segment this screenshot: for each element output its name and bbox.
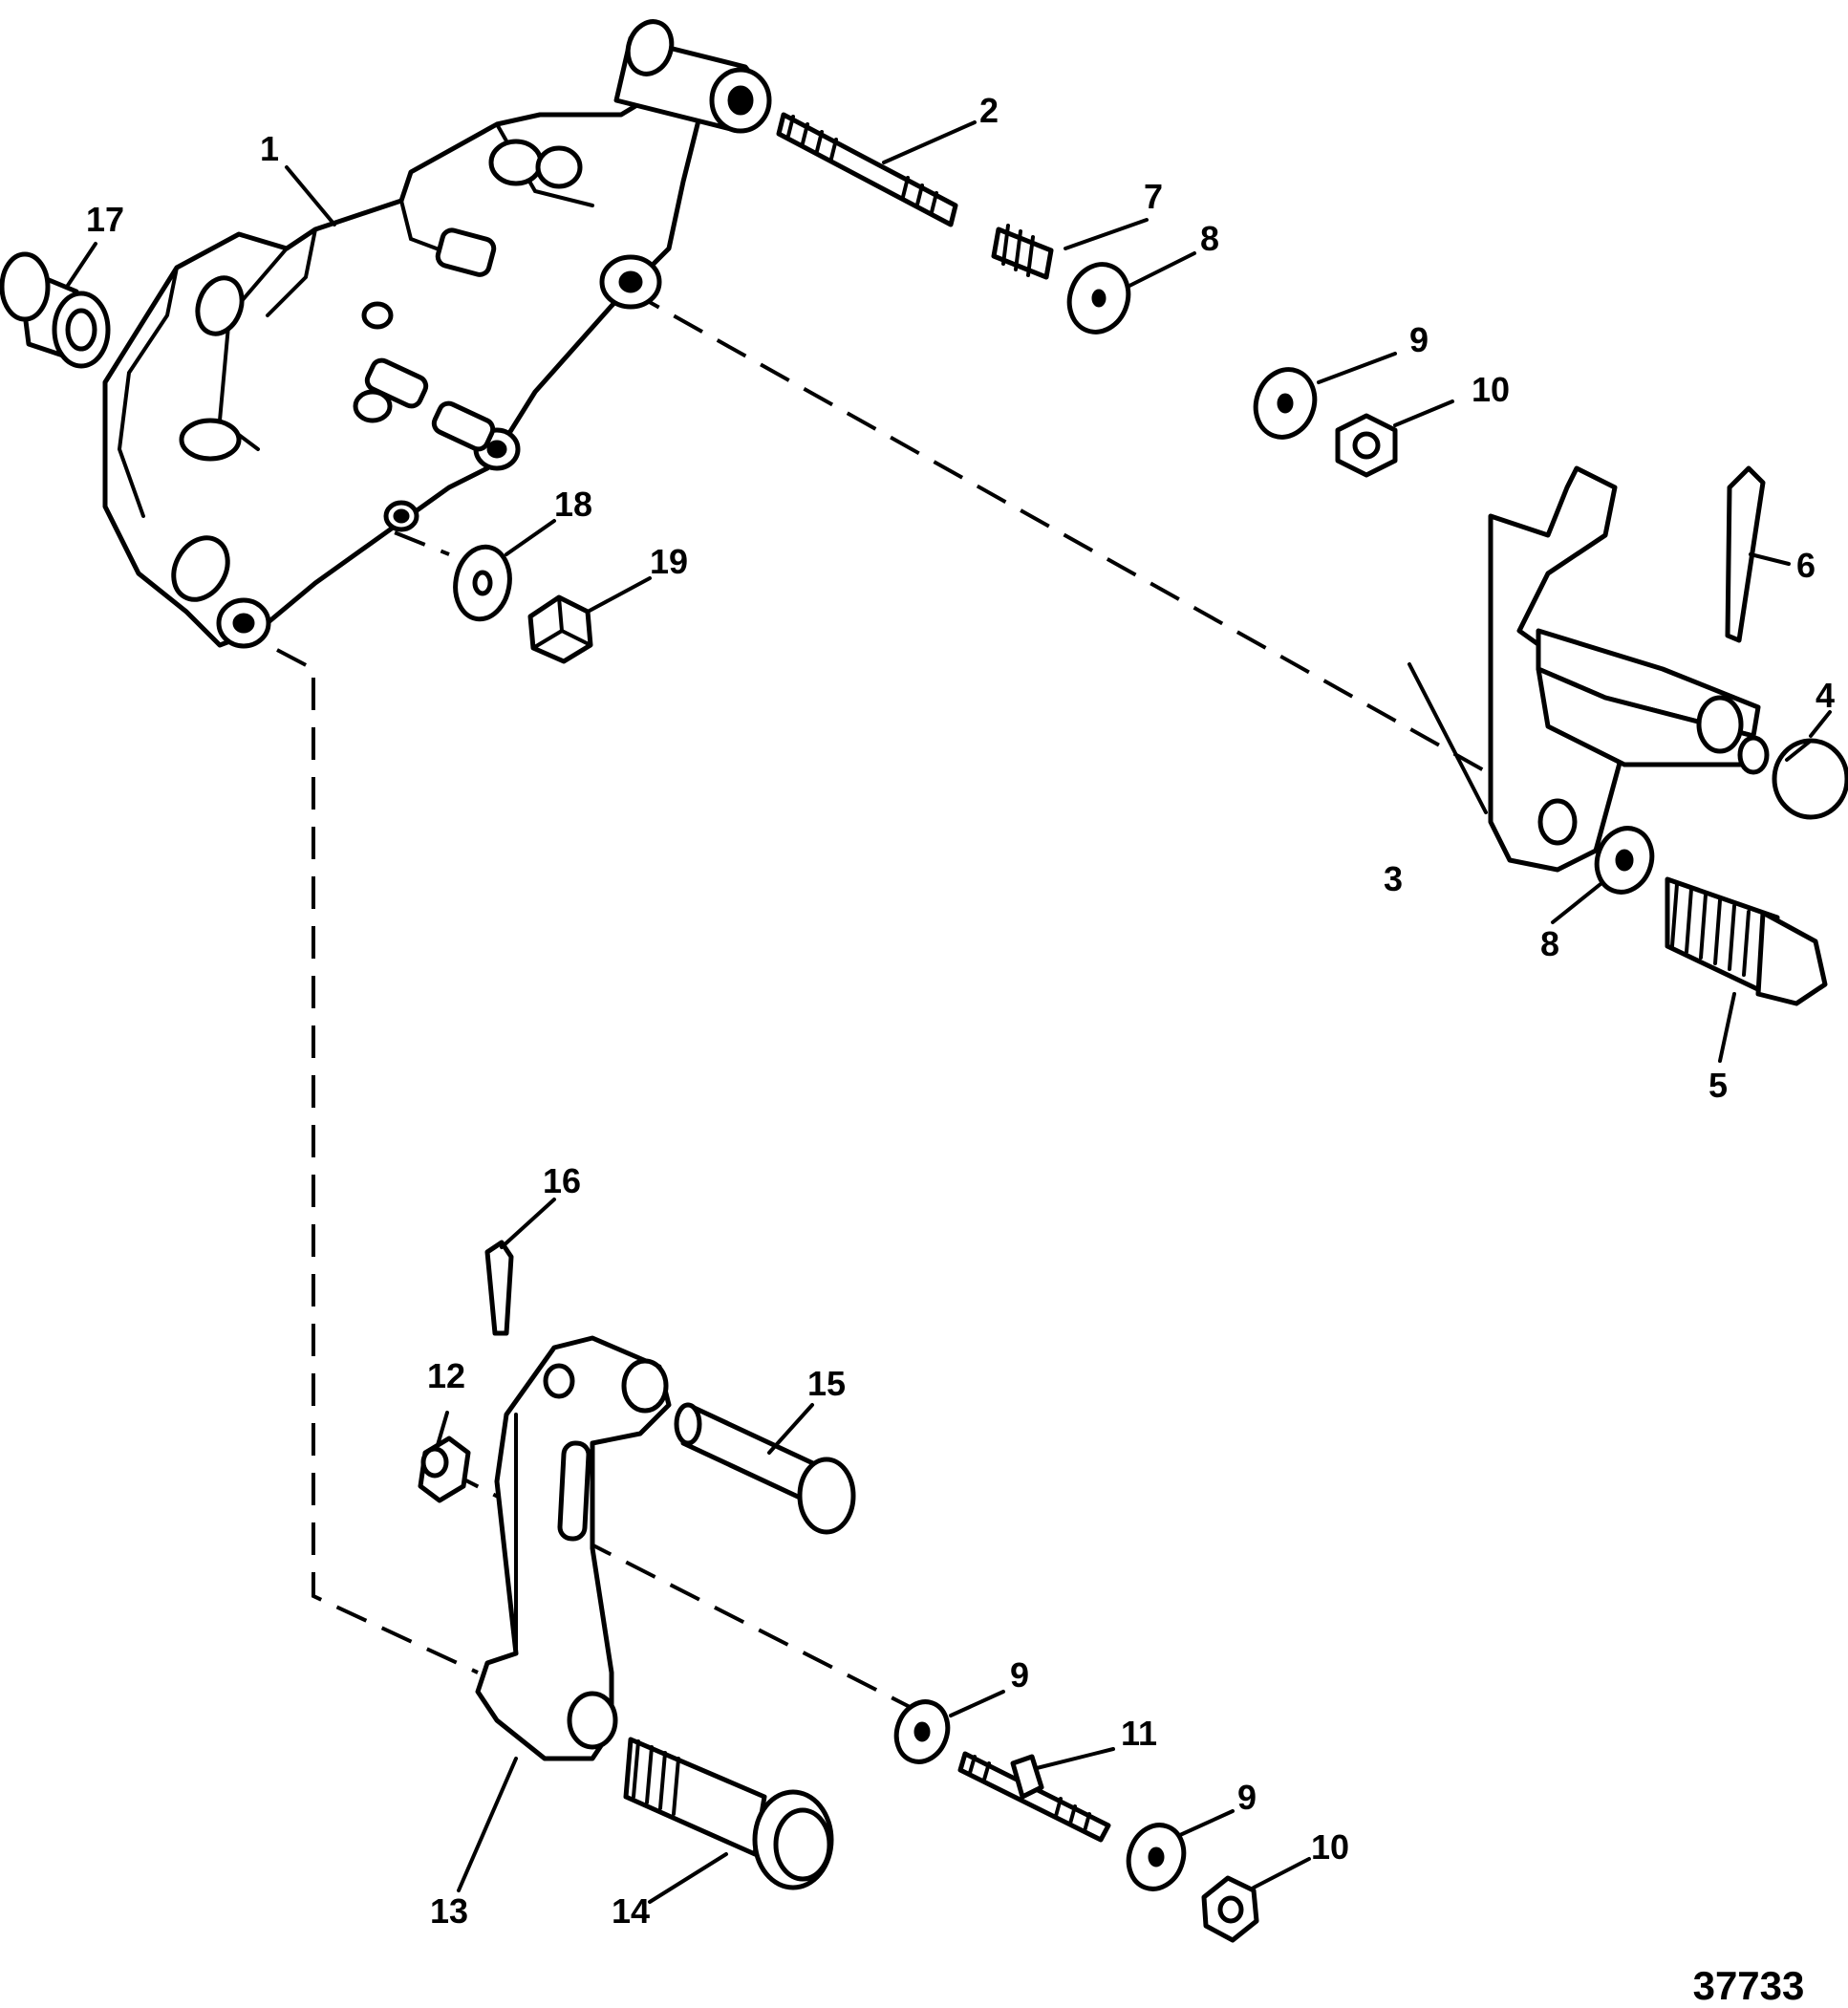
callout-11: 11 bbox=[1121, 1714, 1157, 1753]
callout-7: 7 bbox=[1144, 177, 1163, 216]
callout-5: 5 bbox=[1708, 1066, 1728, 1105]
callout-18: 18 bbox=[554, 485, 592, 524]
cotter-pin-16 bbox=[484, 1240, 514, 1336]
callout-4: 4 bbox=[1816, 676, 1835, 715]
callout-9-lower: 9 bbox=[1237, 1778, 1257, 1817]
figure-number: 37733 bbox=[1693, 1963, 1805, 2008]
callout-8-upper: 8 bbox=[1200, 219, 1219, 258]
callout-labels: 1 2 3 4 5 6 7 8 8 9 9 9 10 10 11 12 13 1… bbox=[86, 91, 1835, 1931]
callout-13: 13 bbox=[430, 1891, 468, 1931]
washer-9-upper bbox=[1253, 367, 1318, 440]
bushing-12 bbox=[418, 1436, 471, 1503]
bolt-5 bbox=[1665, 876, 1828, 1006]
main-bracket bbox=[102, 83, 705, 649]
callout-16: 16 bbox=[543, 1161, 581, 1200]
spring-7 bbox=[991, 224, 1054, 280]
callout-6: 6 bbox=[1796, 546, 1816, 585]
callout-leaders bbox=[65, 120, 1832, 1904]
link-13 bbox=[475, 1335, 672, 1761]
dash-line-bracket-to-lever bbox=[630, 290, 1492, 776]
callout-1: 1 bbox=[260, 129, 279, 168]
callout-3: 3 bbox=[1384, 859, 1403, 898]
nut-19 bbox=[527, 594, 593, 664]
stud-2 bbox=[776, 112, 958, 227]
stud-11 bbox=[957, 1751, 1111, 1843]
washer-8-upper bbox=[1066, 262, 1131, 335]
callout-9-middle: 9 bbox=[1010, 1655, 1029, 1695]
nut-10-lower bbox=[1201, 1875, 1259, 1943]
callout-12: 12 bbox=[427, 1356, 465, 1395]
shoulder-bolt-14 bbox=[623, 1737, 834, 1890]
nut-10-upper bbox=[1335, 413, 1398, 478]
lever-3 bbox=[1488, 465, 1770, 873]
callout-19: 19 bbox=[650, 542, 688, 581]
dash-line-vertical bbox=[276, 648, 479, 1674]
cotter-pin-6 bbox=[1725, 465, 1766, 643]
dash-line-link-to-washer bbox=[448, 1470, 918, 1713]
callout-9-upper: 9 bbox=[1409, 320, 1429, 359]
callout-10-upper: 10 bbox=[1472, 370, 1510, 409]
callout-10-lower: 10 bbox=[1311, 1827, 1349, 1867]
washer-9-middle bbox=[893, 1699, 951, 1764]
bracket-sleeve bbox=[613, 19, 772, 134]
callout-2: 2 bbox=[979, 91, 999, 130]
callout-15: 15 bbox=[807, 1364, 846, 1403]
callout-17: 17 bbox=[86, 200, 124, 239]
cap-4 bbox=[1772, 738, 1848, 820]
bushing-17 bbox=[0, 251, 111, 369]
callout-8-lower: 8 bbox=[1540, 924, 1559, 963]
callout-14: 14 bbox=[612, 1891, 650, 1931]
pin-15 bbox=[674, 1402, 856, 1535]
washer-9-lower bbox=[1126, 1823, 1187, 1891]
washer-8-lower bbox=[1594, 826, 1655, 895]
washer-18 bbox=[453, 544, 512, 622]
